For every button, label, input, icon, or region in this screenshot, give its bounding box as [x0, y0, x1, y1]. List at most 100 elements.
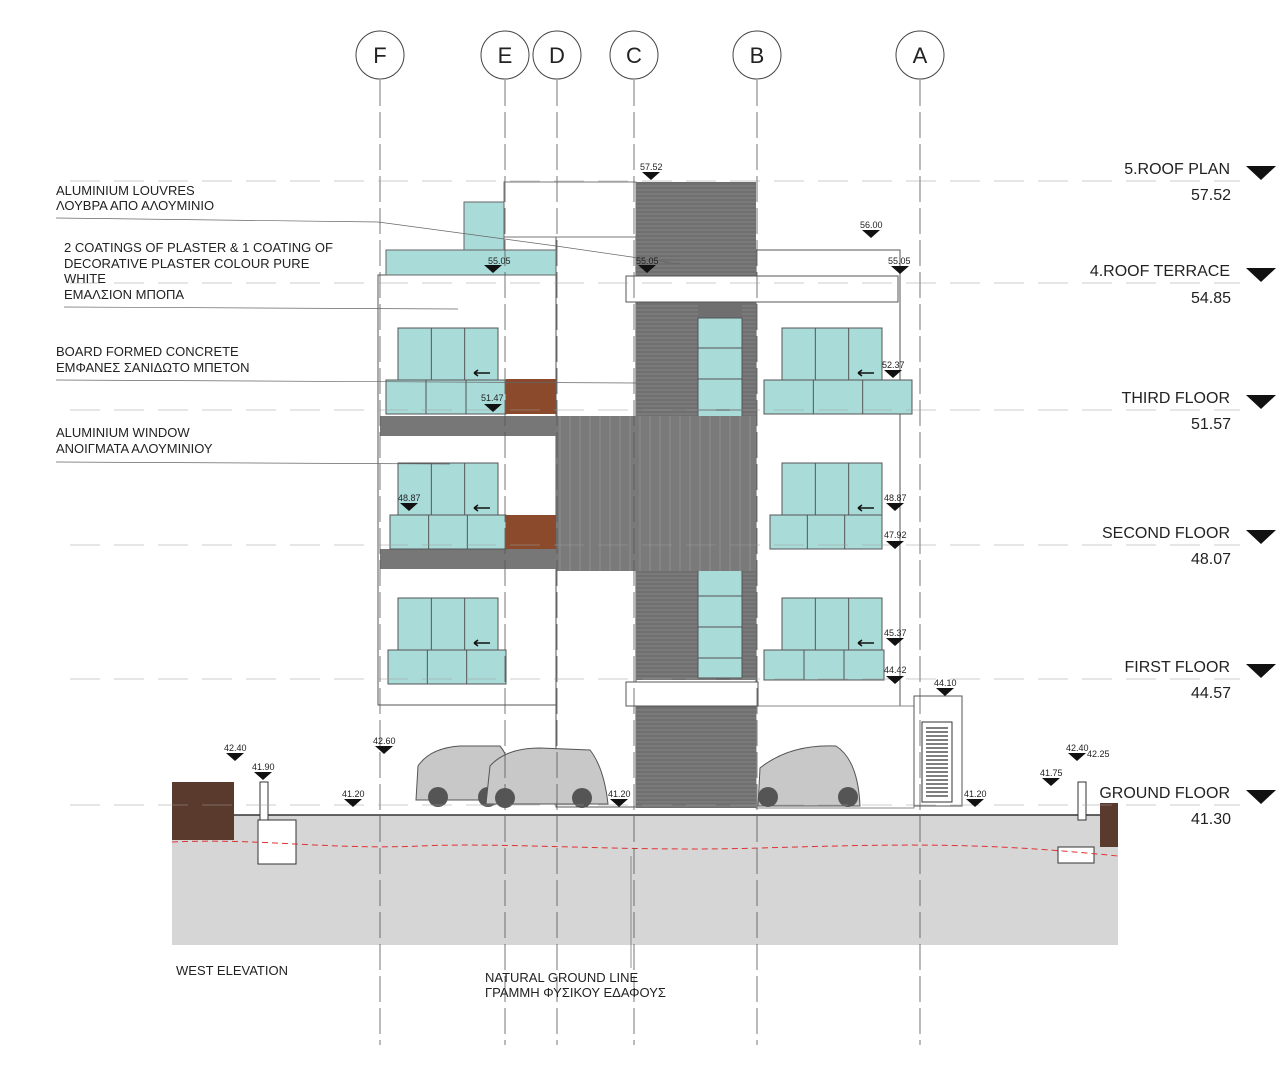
- level-name: 4.ROOF TERRACE: [1090, 263, 1230, 280]
- grid-label-e: E: [498, 43, 513, 68]
- grid-label-a: A: [913, 43, 928, 68]
- spot-level-text: 57.52: [640, 162, 663, 172]
- spot-marker-icon: [891, 266, 909, 274]
- spot-level-text: 56.00: [860, 220, 883, 230]
- spot-marker-icon: [886, 503, 904, 511]
- spot-level-text: 44.42: [884, 665, 907, 675]
- level-name: GROUND FLOOR: [1099, 785, 1230, 802]
- grid-bubble-b: B: [732, 30, 782, 80]
- footing-right: [1057, 846, 1095, 864]
- spot-marker-icon: [886, 676, 904, 684]
- roof-louvre-box: [463, 201, 505, 251]
- spot-marker-icon: [936, 688, 954, 696]
- level-name: 5.ROOF PLAN: [1124, 161, 1230, 178]
- spot-marker-icon: [642, 172, 660, 180]
- spot-marker-icon: [886, 638, 904, 646]
- car-2: [485, 747, 609, 808]
- slab-west-3: [380, 416, 556, 436]
- note-text: 2 COATINGS OF PLASTER & 1 COATING OF: [64, 240, 333, 255]
- stair-top: [503, 181, 637, 238]
- spot-level-text: 48.87: [884, 493, 907, 503]
- roof-louvres: [385, 249, 557, 276]
- cladding-ground: [636, 706, 756, 808]
- level-name: SECOND FLOOR: [1102, 525, 1230, 542]
- ground-section: [172, 815, 1118, 945]
- spot-level-text: 41.90: [252, 762, 275, 772]
- spot-levels: 57.52 56.00 55.05 55.05 55.05 52.37 51.4…: [224, 162, 1110, 807]
- spot-marker-icon: [638, 265, 656, 273]
- note-text: ALUMINIUM LOUVRES: [56, 183, 195, 198]
- spot-level-text: 55.05: [888, 256, 911, 266]
- wall-right: [1077, 781, 1087, 821]
- spot-level-text: 55.05: [488, 256, 511, 266]
- wall-left: [259, 781, 269, 821]
- spot-level-text: 48.87: [398, 493, 421, 503]
- window-arrows: [473, 369, 874, 647]
- note-text: ΛΟΥΒΡΑ ΑΠΟ ΑΛΟΥΜΙΝΙΟ: [56, 198, 214, 213]
- grid-bubble-c: C: [609, 30, 659, 80]
- spot-level-text: 41.75: [1040, 768, 1063, 778]
- planter-3: [506, 379, 556, 414]
- spot-marker-icon: [344, 799, 362, 807]
- spot-level-text: 52.37: [882, 360, 905, 370]
- entrance-door: [921, 721, 953, 803]
- note-louvres: ALUMINIUM LOUVRES ΛΟΥΒΡΑ ΑΠΟ ΑΛΟΥΜΙΝΙΟ: [55, 183, 681, 265]
- level-marker-icon: [1246, 166, 1276, 180]
- spot-marker-icon: [254, 772, 272, 780]
- level-value: 48.07: [1191, 551, 1231, 568]
- grid-bubble-e: E: [480, 30, 530, 80]
- windows-east: [763, 327, 913, 681]
- windows-west: [385, 327, 507, 685]
- spot-marker-icon: [966, 799, 984, 807]
- grid-label-b: B: [750, 43, 765, 68]
- note-natural-ground: NATURAL GROUND LINE ΓΡΑΜΜΗ ΦΥΣΙΚΟΥ ΕΔΑΦΟ…: [485, 856, 666, 1000]
- spot-level-text: 45.37: [884, 628, 907, 638]
- spot-marker-icon: [884, 370, 902, 378]
- level-second-floor: SECOND FLOOR 48.07: [1102, 525, 1276, 568]
- roof-terrace-slab: [625, 275, 899, 303]
- level-ground-floor: GROUND FLOOR 41.30: [1099, 785, 1276, 828]
- note-text: NATURAL GROUND LINE: [485, 970, 638, 985]
- spot-level-text: 42.40: [1066, 743, 1089, 753]
- level-name: THIRD FLOOR: [1122, 390, 1230, 407]
- note-text: ALUMINIUM WINDOW: [56, 425, 190, 440]
- level-value: 54.85: [1191, 290, 1231, 307]
- spot-level-text: 41.20: [964, 789, 987, 799]
- window-mullions: [425, 328, 864, 684]
- note-text: ΓΡΑΜΜΗ ΦΥΣΙΚΟΥ ΕΔΑΦΟΥΣ: [485, 985, 666, 1000]
- spot-marker-icon: [484, 265, 502, 273]
- drawing-title: WEST ELEVATION: [176, 963, 288, 978]
- spot-level-text: 44.10: [934, 678, 957, 688]
- note-text: ΕΜΦΑΝΕΣ ΣΑΝΙΔΩΤΟ ΜΠΕΤΟΝ: [56, 360, 250, 375]
- level-lines: [70, 180, 1240, 806]
- note-window: ALUMINIUM WINDOW ΑΝΟΙΓΜΑΤΑ ΑΛΟΥΜΙΝΙΟΥ: [55, 425, 451, 465]
- note-board-formed: BOARD FORMED CONCRETE ΕΜΦΑΝΕΣ ΣΑΝΙΔΩΤΟ Μ…: [55, 344, 637, 384]
- soil-left: [172, 782, 234, 840]
- note-text: DECORATIVE PLASTER COLOUR PURE: [64, 256, 310, 271]
- level-marker-icon: [1246, 790, 1276, 804]
- grid-bubble-f: F: [355, 30, 405, 80]
- level-value: 44.57: [1191, 685, 1231, 702]
- spot-level-text: 41.20: [608, 789, 631, 799]
- spot-marker-icon: [886, 541, 904, 549]
- soil-right: [1100, 803, 1118, 847]
- grid-lines: [379, 80, 921, 1045]
- planter-2: [506, 515, 556, 549]
- grid-label-c: C: [626, 43, 642, 68]
- level-value: 41.30: [1191, 811, 1231, 828]
- note-plaster: 2 COATINGS OF PLASTER & 1 COATING OF DEC…: [63, 240, 459, 310]
- level-marker-icon: [1246, 268, 1276, 282]
- level-third-floor: THIRD FLOOR 51.57: [1122, 390, 1276, 433]
- grid-bubble-a: A: [895, 30, 945, 80]
- slab-west-2: [380, 549, 556, 569]
- spot-marker-icon: [610, 799, 628, 807]
- spot-level-text: 41.20: [342, 789, 365, 799]
- spot-marker-icon: [1042, 778, 1060, 786]
- first-floor-slab: [625, 681, 759, 707]
- level-value: 51.57: [1191, 416, 1231, 433]
- level-marker-icon: [1246, 395, 1276, 409]
- grid-bubble-d: D: [532, 30, 582, 80]
- spot-level-text: 47.92: [884, 530, 907, 540]
- level-roof-terrace: 4.ROOF TERRACE 54.85: [1090, 263, 1276, 307]
